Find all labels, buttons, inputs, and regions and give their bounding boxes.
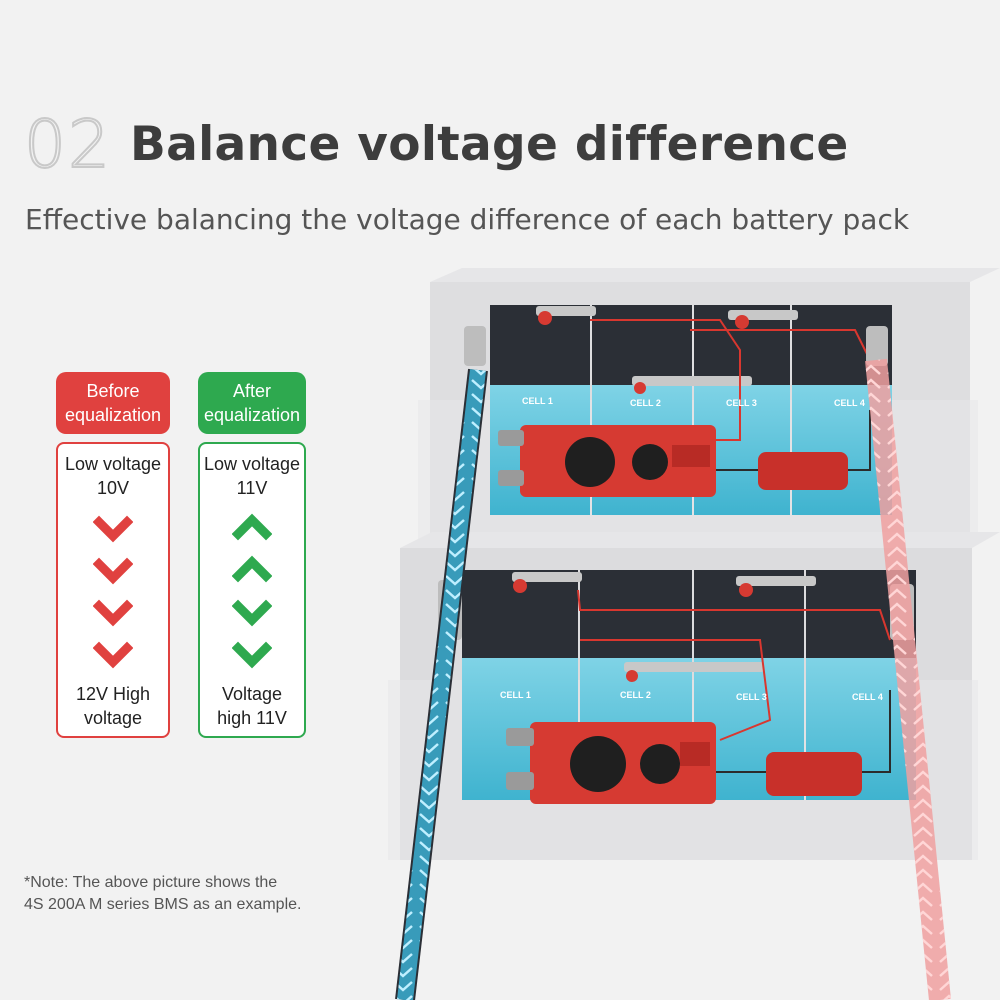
- after-label-line1: After: [232, 381, 271, 401]
- heading: 02 Balance voltage difference: [23, 104, 849, 184]
- before-bottom-text: 12V High voltage: [76, 682, 150, 730]
- after-bottom-text: Voltage high 11V: [217, 682, 287, 730]
- page-title: Balance voltage difference: [129, 116, 849, 172]
- after-bottom-line1: Voltage: [221, 684, 283, 704]
- chevron-down-icon: [232, 599, 272, 627]
- chevron-up-icon: [232, 513, 272, 541]
- cell-label-lower-2: CELL 2: [620, 690, 651, 700]
- before-bottom-line2: voltage: [83, 708, 143, 728]
- after-bottom-line2: high 11V: [217, 708, 287, 728]
- cell-label-upper-4: CELL 4: [834, 398, 865, 408]
- before-top-line1: Low voltage: [64, 454, 162, 474]
- before-top-line2: 10V: [96, 478, 129, 498]
- after-label: After equalization: [198, 372, 306, 434]
- before-panel: Low voltage 10V 12V High voltage: [56, 442, 170, 738]
- before-label: Before equalization: [56, 372, 170, 434]
- after-top-text: Low voltage 11V: [204, 452, 300, 500]
- chevron-down-icon: [93, 557, 133, 585]
- cell-label-upper-2: CELL 2: [630, 398, 661, 408]
- chevron-down-icon: [93, 515, 133, 543]
- chevron-down-icon: [93, 641, 133, 669]
- after-label-line2: equalization: [203, 405, 301, 425]
- cell-label-upper-1: CELL 1: [522, 396, 553, 406]
- before-arrows: [93, 504, 133, 672]
- cell-label-lower-3: CELL 3: [736, 692, 767, 702]
- chevron-up-icon: [232, 555, 272, 583]
- before-label-line1: Before: [86, 381, 140, 401]
- footnote-line2: 4S 200A M series BMS as an example.: [24, 896, 302, 913]
- after-top-line1: Low voltage: [203, 454, 301, 474]
- cell-label-lower-4: CELL 4: [852, 692, 883, 702]
- footnote-line1: *Note: The above picture shows the: [24, 874, 278, 891]
- lower-battery-pack: [462, 570, 916, 804]
- cell-label-upper-3: CELL 3: [726, 398, 757, 408]
- subtitle: Effective balancing the voltage differen…: [25, 203, 910, 236]
- chevron-down-icon: [232, 641, 272, 669]
- section-number: 02: [23, 105, 112, 184]
- current-flow-blue: [395, 368, 488, 1000]
- before-bottom-line1: 12V High: [75, 684, 151, 704]
- upper-battery-pack: [490, 305, 892, 515]
- after-panel: Low voltage 11V Voltage high 11V: [198, 442, 306, 738]
- after-top-line2: 11V: [236, 478, 268, 498]
- after-equalization-column: After equalization Low voltage 11V Volta…: [198, 372, 306, 738]
- before-label-line2: equalization: [64, 405, 162, 425]
- before-equalization-column: Before equalization Low voltage 10V 12V …: [56, 372, 170, 738]
- cell-label-lower-1: CELL 1: [500, 690, 531, 700]
- current-flow-red: [865, 358, 951, 1000]
- after-arrows: [232, 504, 272, 672]
- footnote: *Note: The above picture shows the 4S 20…: [24, 872, 301, 916]
- chevron-down-icon: [93, 599, 133, 627]
- before-top-text: Low voltage 10V: [65, 452, 161, 500]
